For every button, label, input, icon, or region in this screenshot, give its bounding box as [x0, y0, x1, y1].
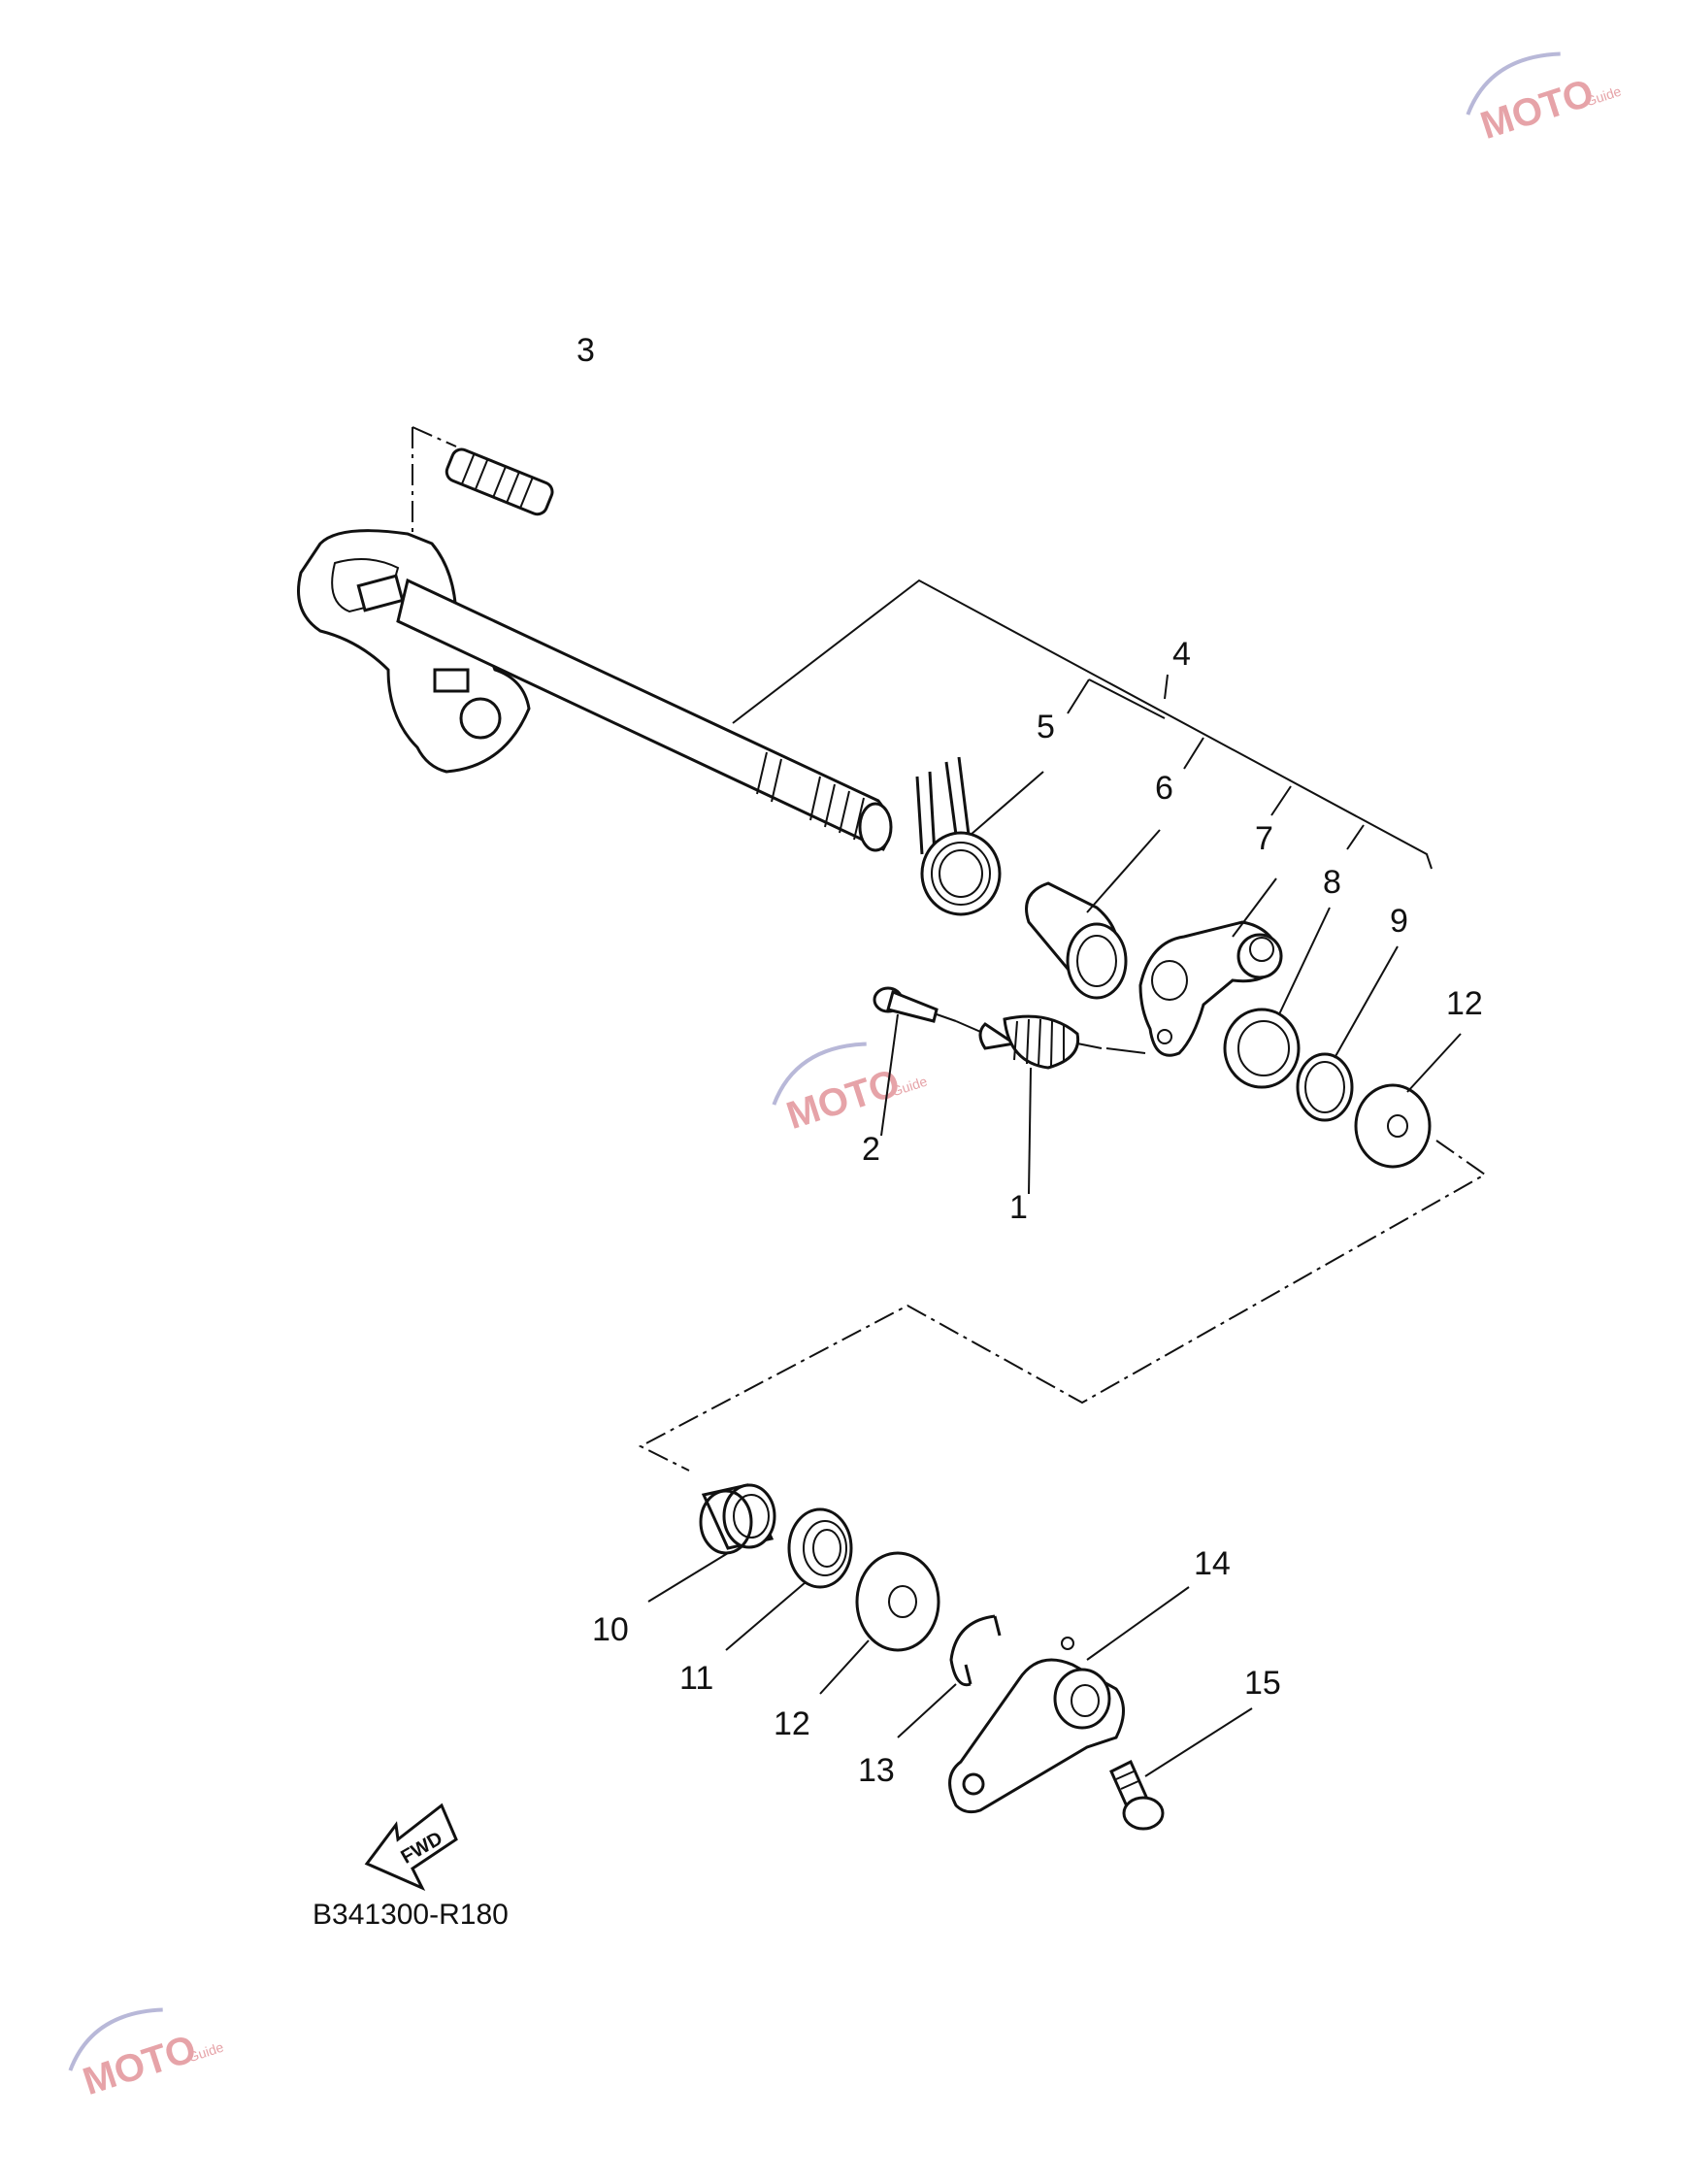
- callout-5: 5: [1037, 709, 1055, 745]
- part-8-washer: [1223, 907, 1331, 1089]
- part-13-eclip: [897, 1614, 1002, 1738]
- part-9-circlip: [1296, 945, 1399, 1122]
- leader-4-bracket: [732, 579, 1433, 870]
- part-6-collar: [1025, 829, 1161, 1000]
- callout-12-lower: 12: [774, 1705, 810, 1742]
- part-1-spring: [955, 1014, 1146, 1195]
- leader-4: [1088, 678, 1166, 719]
- callout-8: 8: [1323, 864, 1341, 901]
- part-7-arm: [1138, 877, 1283, 1057]
- callout-6: 6: [1155, 770, 1173, 807]
- callout-2: 2: [862, 1131, 880, 1168]
- part-12-upper-washer: [1354, 1033, 1462, 1169]
- part-15-bolt: [1109, 1707, 1253, 1831]
- watermark-center: MOTO Guide: [772, 1042, 929, 1138]
- fwd-direction-arrow: FWD: [364, 1803, 458, 1892]
- watermark-bottom-left: MOTO Guide: [68, 2007, 225, 2103]
- callout-1: 1: [1009, 1189, 1028, 1226]
- part-12-lower-washer: [819, 1551, 940, 1695]
- shift-shaft-assembly: [297, 529, 893, 852]
- watermark-brand: MOTO: [1475, 71, 1599, 148]
- watermark-top-right: MOTO Guide: [1466, 51, 1623, 148]
- part-3-bolt: [445, 447, 554, 516]
- callout-15: 15: [1244, 1665, 1281, 1702]
- part-11-seal: [725, 1507, 853, 1651]
- alignment-line: [412, 426, 457, 447]
- callout-12-upper: 12: [1446, 985, 1483, 1022]
- callout-13: 13: [858, 1752, 895, 1789]
- part-2-pin: [873, 986, 957, 1137]
- callout-labels: 3 4 5 6 7 8 9 12 2 1 10 11 12 13 14 15: [577, 332, 1483, 1789]
- callout-7: 7: [1255, 820, 1273, 857]
- callout-3: 3: [577, 332, 595, 369]
- callout-14: 14: [1194, 1545, 1231, 1582]
- part-14-shift-arm: [948, 1586, 1190, 1814]
- part-10-bearing: [647, 1483, 776, 1603]
- callout-10: 10: [592, 1611, 629, 1648]
- diagram-code: B341300-R180: [313, 1899, 509, 1931]
- callout-11: 11: [679, 1660, 713, 1697]
- part-5-spring: [915, 756, 1044, 916]
- callout-4: 4: [1172, 636, 1191, 673]
- callout-9: 9: [1390, 903, 1408, 940]
- alignment-line: [638, 1140, 1487, 1472]
- watermark-brand: MOTO: [78, 2027, 201, 2103]
